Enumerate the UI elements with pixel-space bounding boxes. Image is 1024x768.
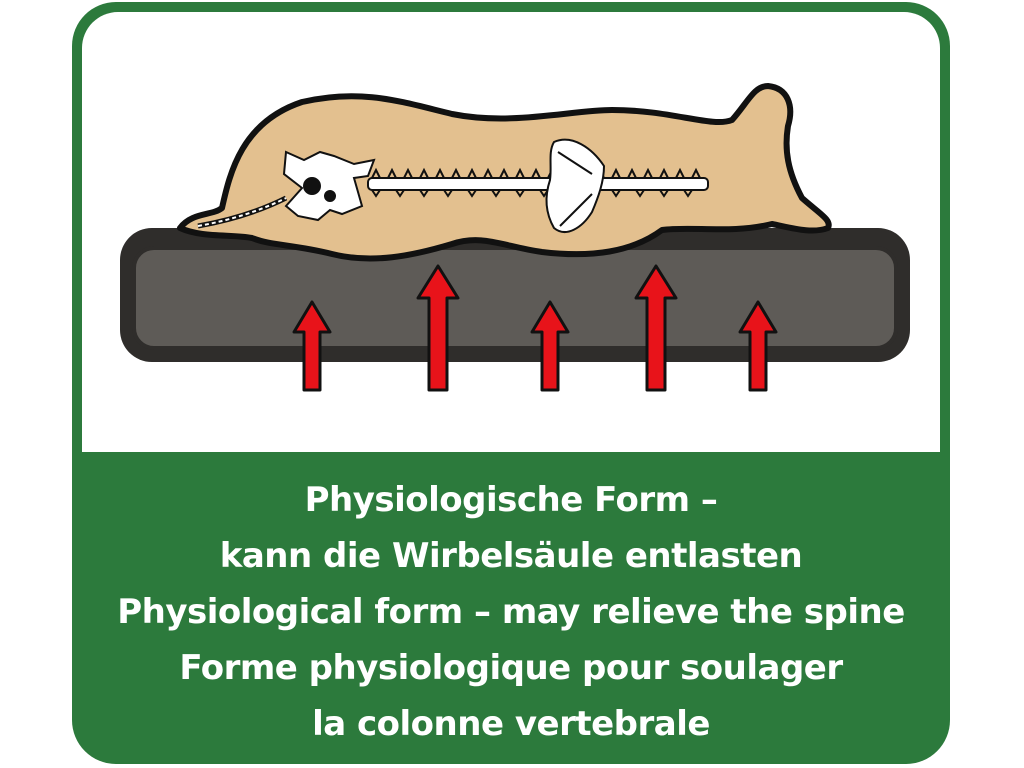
caption: Physiologische Form – kann die Wirbelsäu…: [72, 472, 950, 752]
caption-line-3: Physiological form – may relieve the spi…: [117, 592, 905, 632]
caption-line-5: la colonne vertebrale: [312, 704, 710, 744]
illustration: [120, 83, 910, 392]
spine-skeleton-icon: [197, 138, 709, 233]
arrow-up-icon: [292, 264, 778, 392]
caption-line-1: Physiologische Form –: [304, 480, 718, 520]
caption-line-2: kann die Wirbelsäule entlasten: [219, 536, 803, 576]
caption-line-4: Forme physiologique pour soulager: [179, 648, 843, 688]
info-card: Physiologische Form – kann die Wirbelsäu…: [72, 2, 950, 764]
